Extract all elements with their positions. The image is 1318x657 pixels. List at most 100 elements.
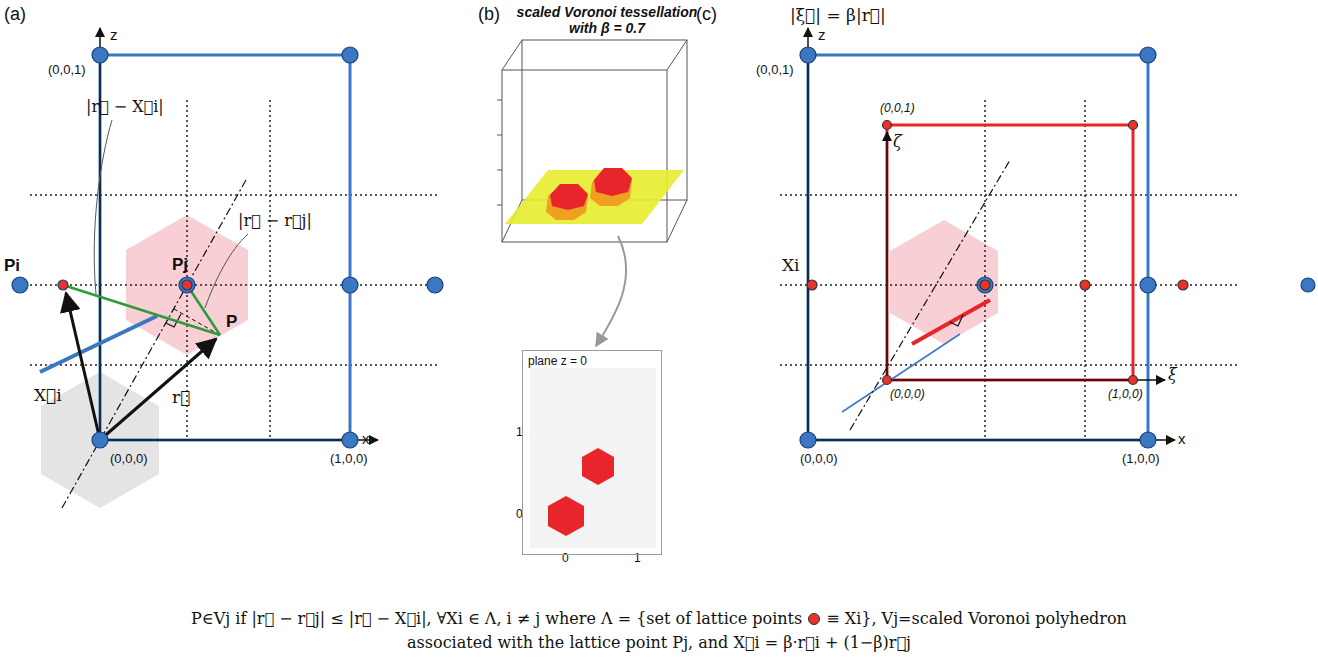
lattice-point bbox=[182, 280, 192, 290]
lattice-point bbox=[800, 47, 816, 63]
distance-line bbox=[63, 285, 220, 335]
lattice-point bbox=[1301, 278, 1315, 292]
cube-frame bbox=[497, 40, 687, 242]
pointer-arrow bbox=[596, 236, 626, 346]
bisector-line bbox=[40, 180, 246, 508]
lattice-point bbox=[1140, 432, 1156, 448]
bisector-line bbox=[850, 160, 1010, 430]
axis-arrow bbox=[808, 28, 1175, 440]
panel-letter: (a) bbox=[4, 4, 26, 25]
bisector-line bbox=[842, 160, 1010, 430]
bisector-line bbox=[842, 334, 960, 412]
cube-frame bbox=[502, 40, 522, 70]
inset-plot bbox=[530, 368, 656, 548]
leader-line bbox=[205, 234, 248, 308]
inset-plot bbox=[530, 368, 656, 548]
axis-arrow bbox=[807, 28, 809, 440]
grid-line bbox=[984, 100, 986, 440]
cube-frame bbox=[667, 200, 687, 242]
leader-line bbox=[94, 120, 112, 294]
voronoi-cell bbox=[890, 220, 998, 344]
inset-title: plane z = 0 bbox=[523, 351, 661, 371]
grid-line bbox=[30, 100, 440, 440]
grid-line bbox=[30, 194, 440, 196]
scaled-lattice-point bbox=[807, 280, 817, 290]
inset-plot bbox=[548, 496, 584, 536]
lattice-point bbox=[342, 47, 358, 63]
panel-letter: (c) bbox=[696, 4, 717, 25]
lattice-point-symbol bbox=[806, 612, 822, 626]
plane-z0 bbox=[505, 170, 684, 224]
panel-title: scaled Voronoi tessellation with β = 0.7 bbox=[512, 4, 702, 36]
scaled-lattice-point bbox=[807, 121, 1188, 385]
position-vector bbox=[100, 339, 216, 440]
voronoi-cell bbox=[890, 220, 998, 344]
lattice-point bbox=[12, 47, 443, 448]
lattice-point bbox=[977, 277, 993, 293]
cube-frame bbox=[497, 205, 502, 206]
scaled-lattice-point bbox=[883, 376, 892, 385]
axis-arrow bbox=[99, 28, 101, 440]
axis-arrow bbox=[808, 439, 1175, 441]
axis-label: z bbox=[818, 26, 826, 43]
voronoi-polyhedron bbox=[546, 168, 632, 220]
scaled-lattice-point bbox=[883, 121, 892, 130]
lattice-point bbox=[342, 277, 358, 293]
scaled-lattice-point bbox=[980, 280, 990, 290]
cube-frame bbox=[667, 40, 687, 70]
bisector-line bbox=[950, 315, 963, 326]
position-vector bbox=[66, 293, 216, 440]
unit-cell bbox=[808, 55, 1148, 440]
scaled-lattice-point bbox=[1129, 376, 1138, 385]
lattice-point bbox=[342, 432, 358, 448]
distance-line bbox=[187, 285, 220, 335]
inset-plot bbox=[582, 448, 614, 485]
lattice-point bbox=[92, 47, 108, 63]
axis-label: ζ bbox=[893, 133, 902, 151]
scaled-lattice-point bbox=[1129, 121, 1138, 130]
axis-arrow bbox=[887, 379, 1165, 381]
unit-cell bbox=[808, 55, 1148, 440]
axis-arrow bbox=[886, 132, 888, 380]
scaled-lattice-point bbox=[1178, 280, 1188, 290]
equation-text: associated with the lattice point Pj, an… bbox=[407, 634, 911, 652]
grid-line bbox=[780, 194, 1240, 196]
point-label: Xi bbox=[782, 256, 800, 276]
lattice-point bbox=[92, 432, 108, 448]
coordinate-label: (1,0,0) bbox=[1108, 388, 1143, 402]
bisector-line bbox=[40, 316, 157, 372]
lattice-point bbox=[427, 277, 443, 293]
distance-line bbox=[63, 285, 220, 335]
axis-label: z bbox=[110, 26, 118, 43]
scaling-formula: |ξ⃗| = β|r⃗| bbox=[790, 6, 886, 26]
grid-line bbox=[269, 100, 271, 440]
equation-line: associated with the lattice point Pj, an… bbox=[0, 634, 1318, 652]
vector-label: X⃗i bbox=[34, 386, 62, 406]
coordinate-label: (0,0,0) bbox=[890, 388, 925, 402]
leader-line bbox=[94, 120, 248, 308]
grid-line bbox=[780, 100, 1240, 440]
lattice-point bbox=[1140, 47, 1156, 63]
lattice-point bbox=[800, 432, 816, 448]
voronoi-polyhedron bbox=[550, 184, 588, 210]
position-vector bbox=[66, 293, 100, 440]
grid-line bbox=[780, 284, 1240, 286]
distance-label: |r⃗ − X⃗i| bbox=[86, 98, 164, 116]
lattice-point bbox=[12, 277, 28, 293]
scaled-lattice-point bbox=[1080, 280, 1090, 290]
coordinate-label: (0,0,1) bbox=[756, 63, 794, 78]
cube-frame bbox=[497, 170, 502, 171]
scaled-cell bbox=[887, 125, 1133, 380]
lattice-point bbox=[800, 47, 1315, 448]
panel-letter: (b) bbox=[478, 4, 500, 25]
equation-text: P∈Vj if |r⃗ − r⃗j| ≤ |r⃗ − X⃗i|, ∀Xi ∈ Λ… bbox=[191, 610, 802, 628]
grid-line bbox=[30, 364, 440, 366]
equation-line: P∈Vj if |r⃗ − r⃗j| ≤ |r⃗ − X⃗i|, ∀Xi ∈ Λ… bbox=[0, 610, 1318, 628]
distance-label: |r⃗ − r⃗j| bbox=[238, 212, 312, 230]
lattice-point bbox=[1140, 277, 1156, 293]
coordinate-label: (1,0,0) bbox=[1122, 452, 1160, 467]
grid-line bbox=[30, 284, 440, 286]
point-label: Pj bbox=[172, 255, 188, 275]
axis-label: ξ bbox=[1168, 366, 1177, 384]
